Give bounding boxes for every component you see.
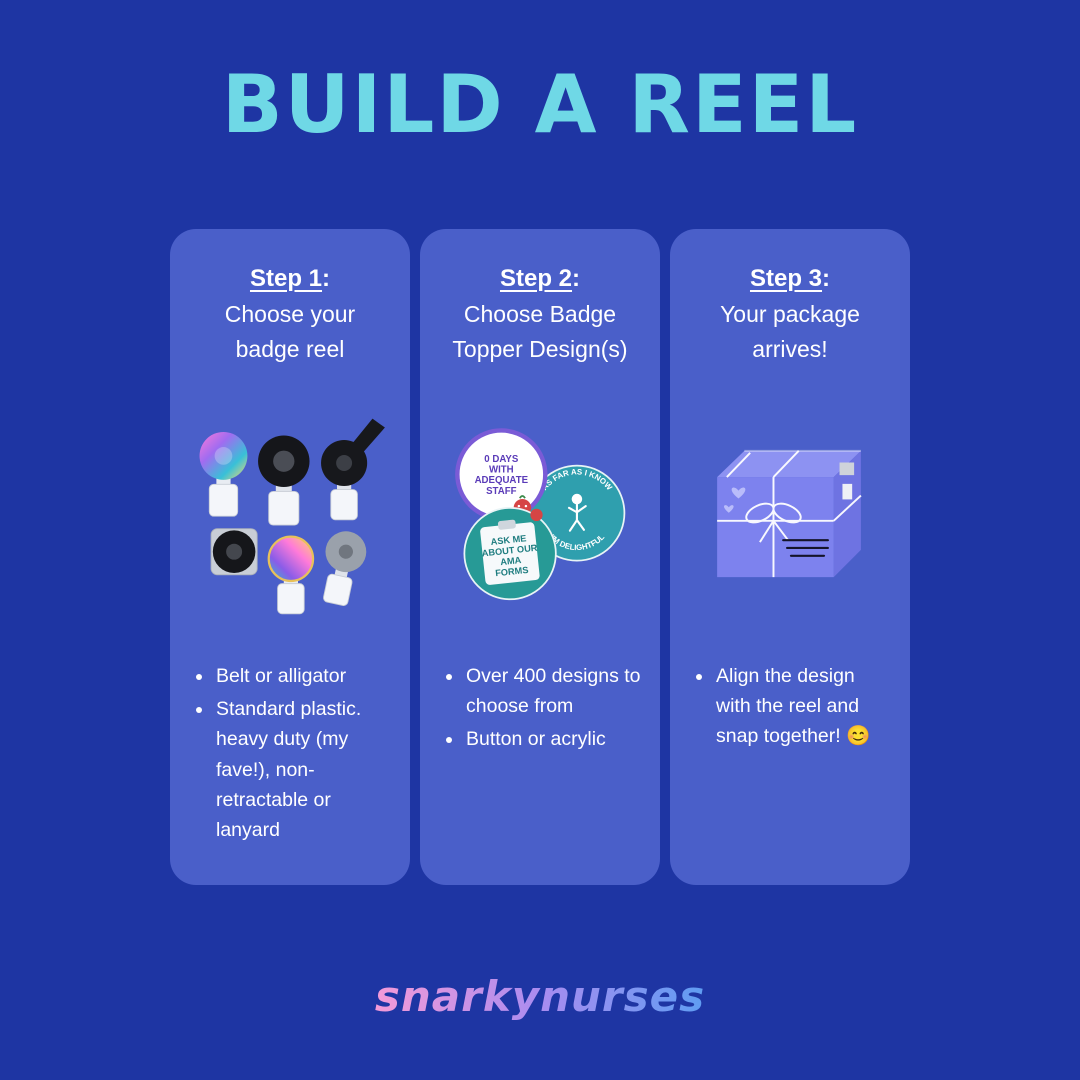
bullet-item: Button or acrylic [464, 724, 642, 754]
sticker-icon [839, 462, 855, 476]
reel-rainbow2-icon [267, 535, 315, 614]
step-2-figure: AS FAR AS I KNOW I'M DELIGHTFUL 0 DAYS W… [438, 366, 642, 661]
step-2-title: Step 2: [449, 261, 631, 297]
badge-ama-line4: FORMS [495, 564, 529, 577]
step-2-header: Step 2: Choose Badge Topper Design(s) [449, 261, 631, 366]
reel-strap-icon [321, 418, 385, 520]
page-title: BUILD A REEL [221, 58, 859, 151]
step-3-colon: : [822, 265, 831, 292]
bullet-item: Over 400 designs to choose from [464, 661, 642, 721]
step-1-title: Step 1: [199, 261, 381, 297]
step-card-1: Step 1: Choose your badge reel [170, 229, 410, 885]
step-card-3: Step 3: Your package arrives! [670, 229, 910, 885]
steps-row: Step 1: Choose your badge reel [170, 229, 910, 885]
badge-toppers-illustration: AS FAR AS I KNOW I'M DELIGHTFUL 0 DAYS W… [455, 427, 626, 600]
step-1-figure [188, 366, 392, 661]
step-1-subtitle: Choose your badge reel [224, 301, 356, 362]
bullet-item: Belt or alligator [214, 661, 392, 691]
wrapped-box-icon [717, 449, 862, 578]
heart-icon [731, 487, 746, 499]
package-illustration [717, 449, 862, 578]
reel-black-icon [258, 435, 310, 526]
badge-days-line1: 0 DAYS [484, 454, 519, 465]
badge-days-line2: WITH [489, 464, 514, 475]
reel-beltclip-icon [210, 527, 258, 575]
step-1-header: Step 1: Choose your badge reel [199, 261, 381, 366]
label-icon [842, 483, 853, 500]
bullet-item: Standard plastic. heavy duty (my fave!),… [214, 694, 392, 845]
step-3-subtitle: Your package arrives! [720, 301, 860, 362]
badge-ama-icon: ASK ME ABOUT OUR AMA FORMS [463, 506, 557, 600]
heart-icon [724, 505, 734, 513]
badge-days-line3: ADEQUATE [475, 475, 529, 486]
step-2-label: Step 2 [499, 265, 573, 292]
step-2-subtitle: Choose Badge Topper Design(s) [452, 301, 628, 362]
tomato-character-small-icon [530, 508, 543, 521]
step-card-2: Step 2: Choose Badge Topper Design(s) [420, 229, 660, 885]
badge-days-icon: 0 DAYS WITH ADEQUATE STAFF [455, 427, 548, 521]
step-2-bullets: Over 400 designs to choose from Button o… [438, 661, 642, 859]
reel-rainbow-icon [199, 431, 248, 517]
badge-reels-illustration [199, 418, 385, 614]
bullet-item: Align the design with the reel and snap … [714, 661, 892, 752]
badge-ama-line1: ASK ME [490, 533, 527, 547]
step-3-label: Step 3 [749, 265, 823, 292]
badge-ama-line3: AMA [500, 554, 522, 566]
step-3-figure [688, 366, 892, 661]
step-1-label: Step 1 [249, 265, 323, 292]
step-2-colon: : [572, 265, 581, 292]
step-3-bullets: Align the design with the reel and snap … [688, 661, 892, 859]
brand-signature: snarkynurses [0, 972, 1080, 1021]
reel-grey-icon [323, 530, 367, 606]
step-3-header: Step 3: Your package arrives! [699, 261, 881, 366]
step-1-bullets: Belt or alligator Standard plastic. heav… [188, 661, 392, 859]
step-3-title: Step 3: [699, 261, 881, 297]
brand-name: snarkynurses [374, 972, 706, 1021]
step-1-colon: : [322, 265, 331, 292]
badge-days-line4: STAFF [486, 485, 516, 496]
